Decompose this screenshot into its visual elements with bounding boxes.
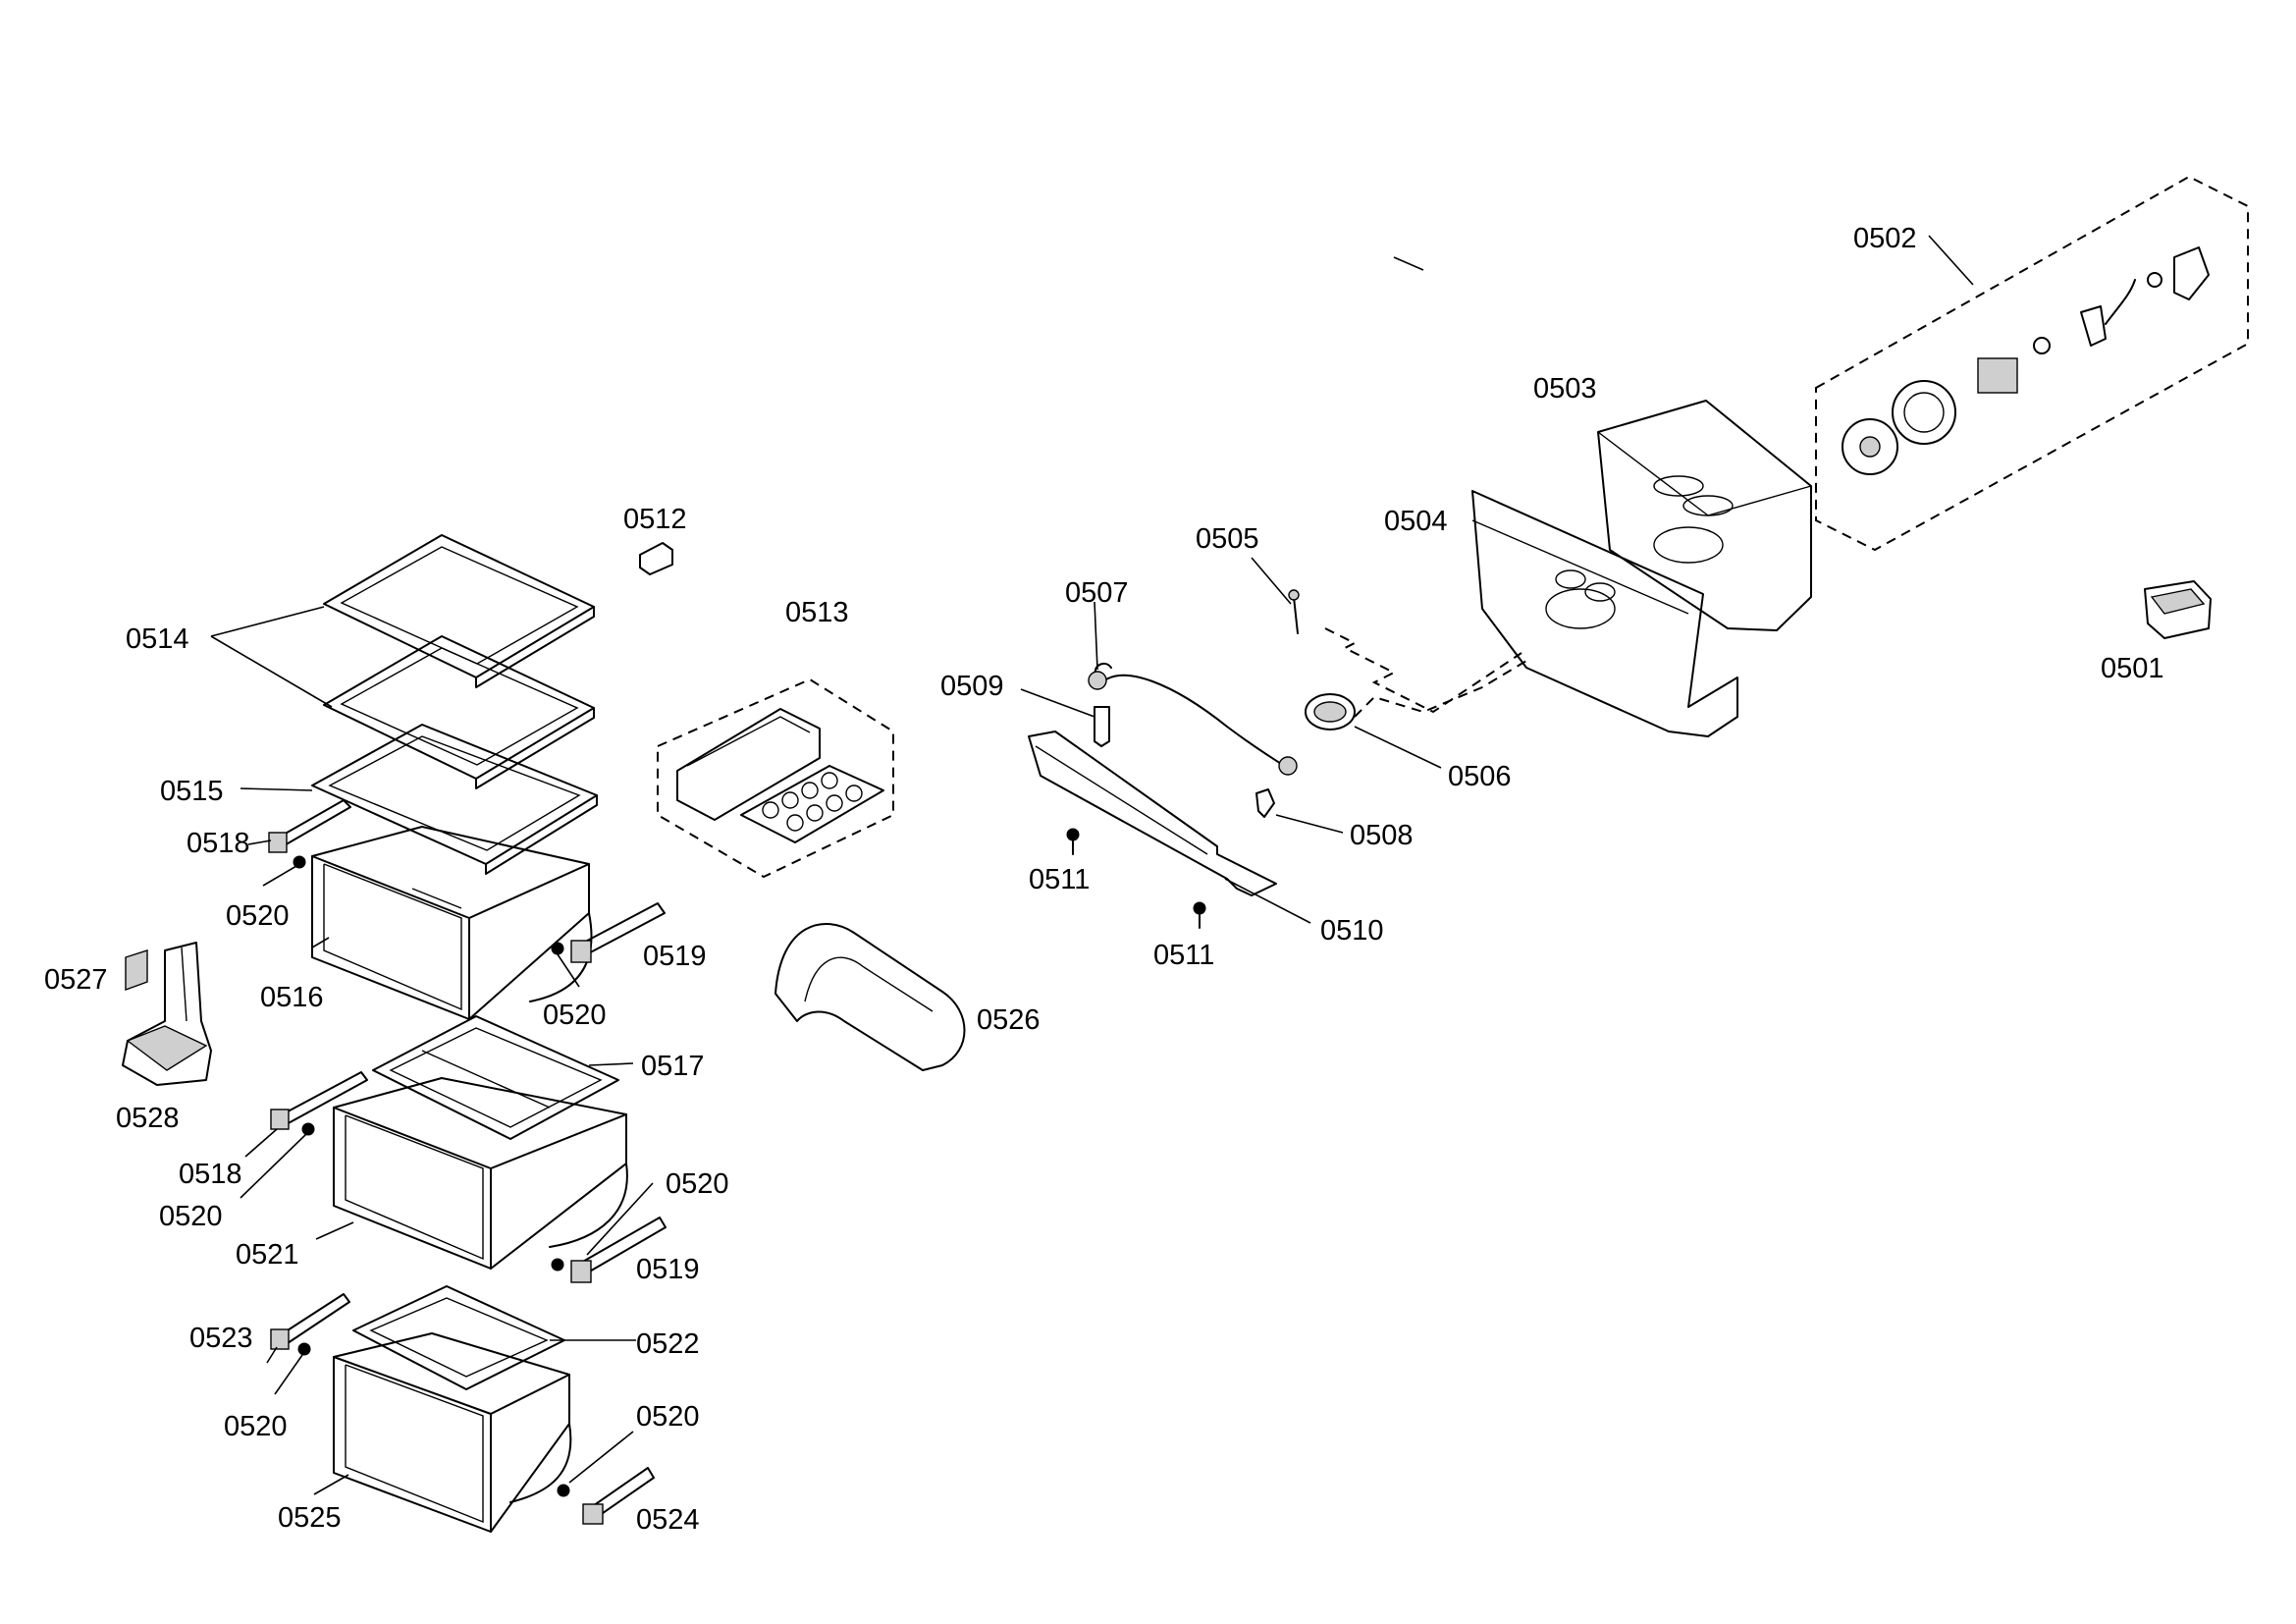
drawer-rail-right-upper	[570, 902, 666, 963]
drawer-rail-right-middle	[570, 1217, 667, 1283]
dashed-connector-0506	[1354, 657, 1532, 718]
label-0524: 0524	[636, 1504, 700, 1536]
drawer-rail-left-middle	[270, 1071, 368, 1130]
label-0510: 0510	[1320, 915, 1384, 947]
label-0520-b: 0520	[543, 1000, 607, 1031]
label-0527: 0527	[44, 964, 108, 996]
dashed-connector-0505	[1324, 627, 1522, 714]
leader-lines	[210, 235, 1974, 1495]
label-0523: 0523	[189, 1323, 253, 1354]
label-0519-b: 0519	[636, 1254, 700, 1285]
screw-0520-e	[297, 1342, 311, 1356]
glass-shelf-upper	[323, 534, 595, 688]
label-0511-b: 0511	[1153, 940, 1214, 971]
label-0507: 0507	[1065, 577, 1129, 609]
label-0528: 0528	[116, 1103, 180, 1134]
label-0508: 0508	[1350, 820, 1414, 851]
drawer-cover-0522	[352, 1285, 565, 1390]
screw-0520-b	[551, 942, 564, 955]
screw-0511-a	[1066, 828, 1080, 855]
label-0526: 0526	[977, 1004, 1041, 1036]
label-0504: 0504	[1384, 506, 1448, 537]
panel-0504	[1471, 490, 1738, 737]
egg-tray-group-0513	[657, 677, 894, 879]
label-0513: 0513	[785, 597, 849, 628]
label-0520-d: 0520	[666, 1168, 729, 1200]
glass-shelf-middle	[323, 635, 595, 789]
duct-0526	[774, 922, 966, 1071]
bracket-0510	[1028, 731, 1277, 896]
screw-0520-f	[557, 1484, 570, 1497]
label-0515: 0515	[160, 776, 224, 807]
crisper-drawer-lower	[333, 1332, 572, 1533]
drawer-rail-left-lower	[270, 1293, 350, 1350]
label-0519-a: 0519	[643, 941, 707, 972]
label-0512: 0512	[623, 504, 687, 535]
drawer-rail-left-upper	[268, 799, 351, 853]
label-0518-b: 0518	[179, 1159, 242, 1190]
fan-housing-0503	[1597, 400, 1812, 631]
label-0506: 0506	[1448, 761, 1512, 792]
label-0518-a: 0518	[187, 828, 250, 859]
crisper-drawer-upper	[311, 826, 593, 1020]
label-0501: 0501	[2101, 653, 2164, 684]
label-0509: 0509	[940, 671, 1004, 702]
label-0525: 0525	[278, 1502, 342, 1534]
screw-0520-a	[293, 855, 306, 869]
fan-assembly-group-0502	[1815, 175, 2249, 552]
label-0520-e: 0520	[224, 1411, 288, 1442]
label-0502: 0502	[1853, 223, 1917, 254]
crisper-cover-0517	[372, 1015, 619, 1140]
switch-0501	[2144, 580, 2212, 639]
lamp-0508	[1255, 788, 1275, 818]
screw-0511-b	[1193, 901, 1206, 929]
harness-0507	[1088, 662, 1298, 776]
screw-0520-d	[551, 1258, 564, 1272]
sensor-0505	[1288, 589, 1300, 634]
label-0516: 0516	[260, 982, 324, 1013]
label-0520-f: 0520	[636, 1401, 700, 1433]
lamp-0509	[1094, 706, 1110, 747]
label-0503: 0503	[1533, 373, 1597, 405]
label-0520-a: 0520	[226, 900, 290, 932]
label-0521: 0521	[236, 1239, 299, 1271]
label-0522: 0522	[636, 1328, 700, 1360]
cover-0506	[1305, 693, 1356, 731]
label-0517: 0517	[641, 1051, 705, 1082]
filter-0527	[125, 949, 148, 991]
label-0511-a: 0511	[1029, 864, 1090, 895]
crisper-drawer-middle	[333, 1077, 628, 1270]
screw-0520-c	[301, 1122, 315, 1136]
housing-0528	[122, 942, 212, 1086]
label-0520-c: 0520	[159, 1201, 223, 1232]
part-labels: 0501 0502 0503 0504 0505 0506 0507 0508 …	[44, 223, 2164, 1536]
drawer-rail-right-lower	[582, 1467, 655, 1525]
clip-0512	[639, 542, 673, 575]
label-0505: 0505	[1196, 523, 1259, 555]
glass-shelf-lower	[311, 724, 598, 875]
label-0514: 0514	[126, 623, 189, 655]
